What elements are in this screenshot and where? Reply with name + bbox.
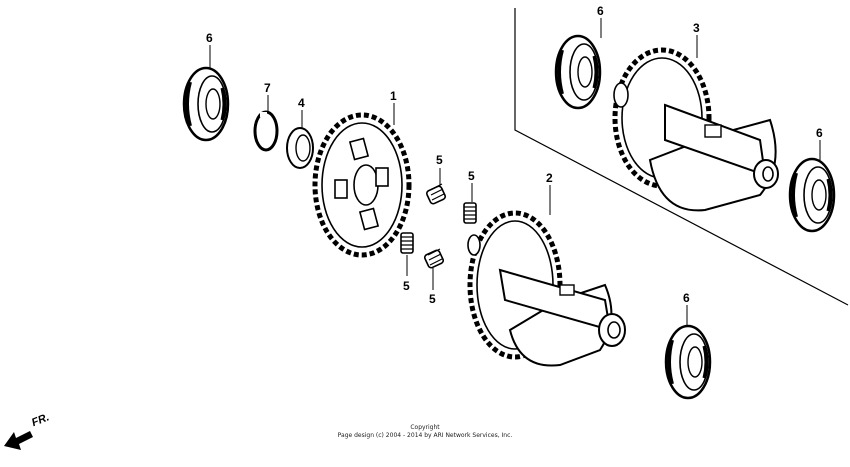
copyright-line-1: Copyright [410,424,440,431]
assembly-frame-line [514,8,849,306]
callout-bearing-top-left: 6 [206,31,213,45]
copyright-line-2: Page design (c) 2004 - 2014 by ARI Netwo… [337,432,513,439]
driven-gear [312,112,412,258]
front-arrow-icon [4,431,33,450]
callout-circlip: 7 [264,81,271,95]
spring-c [400,232,414,254]
callout-spring-d: 5 [429,292,436,306]
circlip [253,110,279,152]
callout-spring-c: 5 [403,279,410,293]
bearing-bottom [664,324,712,400]
spring-d [423,248,445,269]
callout-balancer-shaft: 2 [546,171,553,185]
bearing-top-right [554,34,602,110]
callout-spring-a: 5 [436,153,443,167]
callout-bearing-top-right: 6 [597,4,604,18]
callout-washer: 4 [298,96,305,110]
bearing-top-left [182,66,230,142]
callout-driven-gear: 1 [390,89,397,103]
bearing-right [788,157,836,233]
callout-bearing-right: 6 [816,126,823,140]
callout-bearing-bottom: 6 [683,291,690,305]
washer [286,127,314,169]
leader-lines [209,18,821,326]
balancer-shaft [467,210,626,367]
spring-b [463,202,477,224]
crankshaft-assy [612,47,779,212]
callout-spring-b: 5 [468,169,475,183]
callout-crankshaft-assy: 3 [693,21,700,35]
spring-a [425,183,447,205]
